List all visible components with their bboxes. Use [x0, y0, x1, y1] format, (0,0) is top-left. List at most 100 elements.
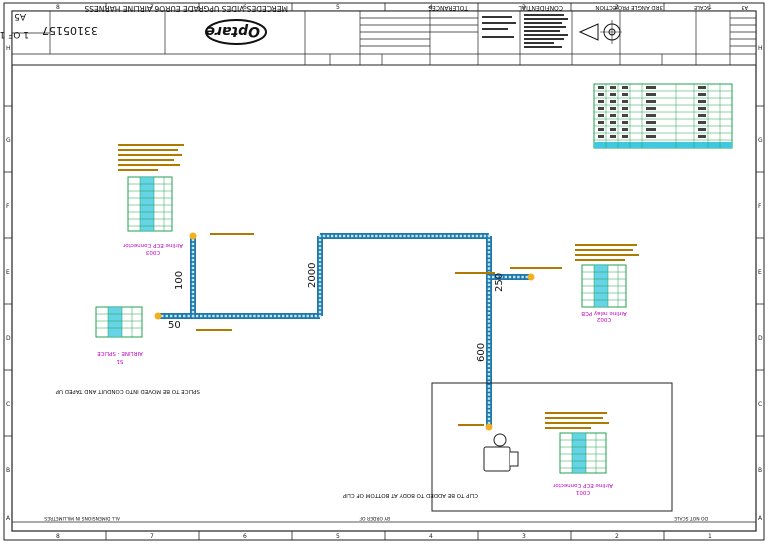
dim-branch-splice: 50: [168, 320, 181, 331]
harness-nodes: [154, 232, 535, 431]
wire-bead: [403, 234, 406, 238]
wire-bead: [178, 314, 182, 318]
wire-bead: [500, 275, 503, 279]
wire-bead: [487, 324, 491, 327]
wire-bead: [463, 234, 467, 238]
zone-top-4: 4: [429, 4, 433, 11]
zone-bottom-5: 5: [336, 533, 340, 540]
wire-bead: [508, 275, 512, 279]
sheet-number: 1 OF 1: [0, 29, 29, 39]
wire-bead: [399, 234, 402, 238]
wire-bead: [191, 262, 195, 266]
zone-bottom-4: 4: [429, 533, 433, 540]
wire-bead: [318, 302, 322, 306]
wire-bead: [487, 397, 491, 400]
connector-left-top-name: C003: [145, 249, 160, 255]
wire-bead: [261, 314, 264, 318]
wire-bead: [487, 275, 491, 279]
wire-bead: [439, 234, 442, 238]
wire-bead: [191, 306, 195, 310]
wire-bead: [427, 234, 430, 238]
bottom-zone-numbers: 8 7 6 5 4 3 2 1: [56, 533, 712, 540]
zone-right-A: A: [758, 515, 763, 522]
wire-bead: [318, 294, 322, 298]
wire-bead: [191, 290, 195, 294]
wire-bead: [334, 234, 338, 238]
wire-bead: [487, 417, 491, 421]
wire-bead: [487, 328, 491, 331]
wire-bead: [517, 275, 520, 279]
wire-bead: [479, 234, 483, 238]
wire-bead: [165, 314, 168, 318]
zone-top-7: 7: [150, 4, 154, 11]
wire-bead: [487, 356, 491, 360]
wire-bead: [487, 303, 491, 307]
zone-left-B: B: [6, 467, 10, 474]
dim-branch-right: 250: [494, 273, 505, 292]
wire-bead: [318, 234, 322, 238]
wire-bead: [191, 266, 195, 270]
wire-bead: [513, 275, 516, 279]
wire-bead: [253, 314, 256, 318]
wire-bead: [257, 314, 260, 318]
wire-bead: [191, 310, 195, 314]
zone-top-5: 5: [336, 4, 340, 11]
wire-bead: [191, 274, 195, 278]
zone-bottom-8: 8: [56, 533, 60, 540]
wire-bead: [318, 298, 322, 302]
wire-bead: [487, 287, 491, 291]
wire-bead: [161, 314, 164, 318]
clip-detail-icon: [483, 433, 519, 472]
wire-bead: [407, 234, 410, 238]
wire-bead: [199, 314, 203, 318]
wire-bead: [487, 312, 491, 315]
revision-label: A5: [14, 11, 26, 21]
connector-table-bottom: [559, 432, 607, 474]
wire-bead: [423, 234, 426, 238]
top-zone-numbers: 8 7 6 5 4 3 2 1: [56, 4, 712, 11]
wire-bead: [269, 314, 273, 318]
wire-bead: [183, 314, 186, 318]
splice-name: S1: [117, 358, 124, 364]
wire-bead: [191, 254, 195, 258]
wire-bead: [355, 234, 358, 238]
connector-right-mid-desc: Airline relay PCB: [581, 310, 627, 316]
connector-bottom-name: C001: [576, 489, 590, 495]
wire-bead: [504, 275, 507, 279]
connector-table-left-top: [127, 176, 173, 232]
wire-bead: [487, 401, 491, 404]
title-block: 1 OF 1 A5 33105157 MERCEDES VIDES UPGRAD…: [0, 4, 757, 66]
wire-bead: [475, 234, 479, 238]
wire-bead: [187, 314, 190, 318]
wire-bead: [487, 368, 491, 372]
wire-table: [593, 83, 733, 149]
wire-bead: [487, 263, 491, 266]
wire-bead: [236, 314, 240, 318]
wire-bead: [395, 234, 398, 238]
wire-bead: [487, 234, 491, 238]
zone-bottom-7: 7: [150, 533, 154, 540]
clip-detail-frame: [431, 382, 673, 512]
wire-bead: [342, 234, 346, 238]
drawing-title: MERCEDES VIDES UPGRADE EURO6 AIRLINE HAR…: [84, 4, 288, 13]
wire-bead: [191, 282, 195, 286]
zone-right-B: B: [758, 467, 762, 474]
wire-bead: [415, 234, 418, 238]
wire-bead: [487, 377, 491, 380]
wire-bead: [318, 286, 322, 290]
wire-bead: [191, 314, 195, 318]
wire-bead: [277, 314, 281, 318]
wire-bead: [447, 234, 450, 238]
zone-top-6: 6: [243, 4, 247, 11]
wire-bead: [338, 234, 342, 238]
wire-bead: [387, 234, 390, 238]
zone-right-D: D: [758, 335, 763, 342]
wire-bead: [487, 251, 491, 254]
wire-bead: [487, 393, 491, 396]
wire-bead: [487, 385, 491, 388]
wire-bead: [487, 389, 491, 392]
wire-bead: [443, 234, 446, 238]
wire-bead: [487, 352, 491, 356]
wire-bead: [346, 234, 350, 238]
wire-bead: [245, 314, 248, 318]
